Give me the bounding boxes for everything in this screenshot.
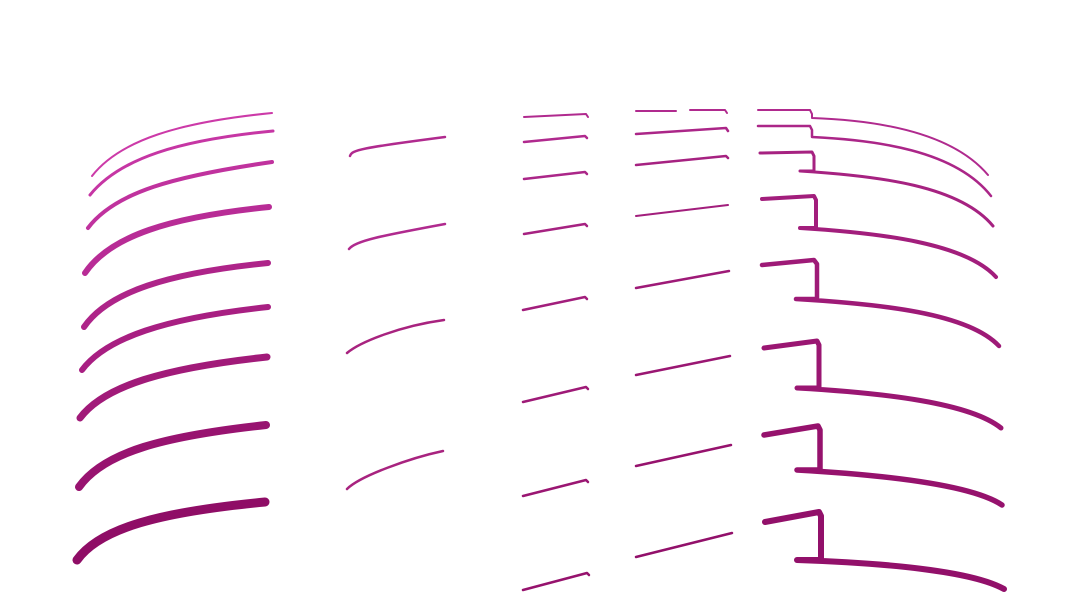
- cright-stroke-7: [634, 443, 733, 468]
- cright-stroke-8: [634, 531, 734, 559]
- left-stroke-5: [81, 260, 271, 330]
- diagonal-stroke-4: [345, 449, 445, 491]
- center-stroke-8: [521, 571, 591, 592]
- cright-stroke-3: [634, 154, 730, 167]
- center-stroke-4: [522, 222, 589, 236]
- diagonal-stroke-2: [347, 222, 447, 251]
- center-stroke-3: [522, 170, 589, 181]
- right-hook-strokes: [756, 109, 1007, 592]
- left-stroke-9: [72, 497, 270, 565]
- center-short-strokes: [521, 113, 591, 592]
- cright-stroke-6: [634, 354, 732, 377]
- left-stroke-3: [86, 160, 274, 230]
- hook-stroke-7: [761, 423, 1005, 508]
- diagonal-stroke-1: [348, 135, 447, 158]
- center-stroke-7: [521, 478, 590, 498]
- left-curved-strokes: [72, 112, 275, 565]
- hook-stroke-4: [760, 194, 998, 279]
- left-stroke-4: [82, 204, 272, 276]
- cright-stroke-4: [635, 204, 729, 217]
- left-stroke-1: [91, 112, 273, 177]
- short-diagonal-strokes: [345, 135, 447, 491]
- diagonal-stroke-3: [345, 318, 446, 355]
- center-right-strokes: [634, 109, 734, 559]
- center-stroke-2: [522, 134, 589, 144]
- left-stroke-7: [76, 353, 271, 422]
- hook-stroke-3: [758, 150, 995, 228]
- left-stroke-6: [79, 304, 271, 373]
- cright-stroke-1b: [689, 109, 728, 114]
- center-stroke-6: [521, 385, 590, 404]
- hook-stroke-1: [757, 109, 989, 176]
- center-stroke-5: [521, 295, 589, 312]
- cright-stroke-5: [634, 269, 731, 290]
- center-stroke-1: [523, 113, 589, 118]
- left-stroke-8: [75, 421, 270, 491]
- hook-stroke-8: [762, 509, 1007, 592]
- left-stroke-2: [88, 129, 275, 197]
- cright-stroke-2: [634, 126, 730, 136]
- hook-stroke-6: [761, 338, 1004, 431]
- hook-stroke-5: [759, 257, 1002, 349]
- hook-stroke-2: [756, 124, 993, 198]
